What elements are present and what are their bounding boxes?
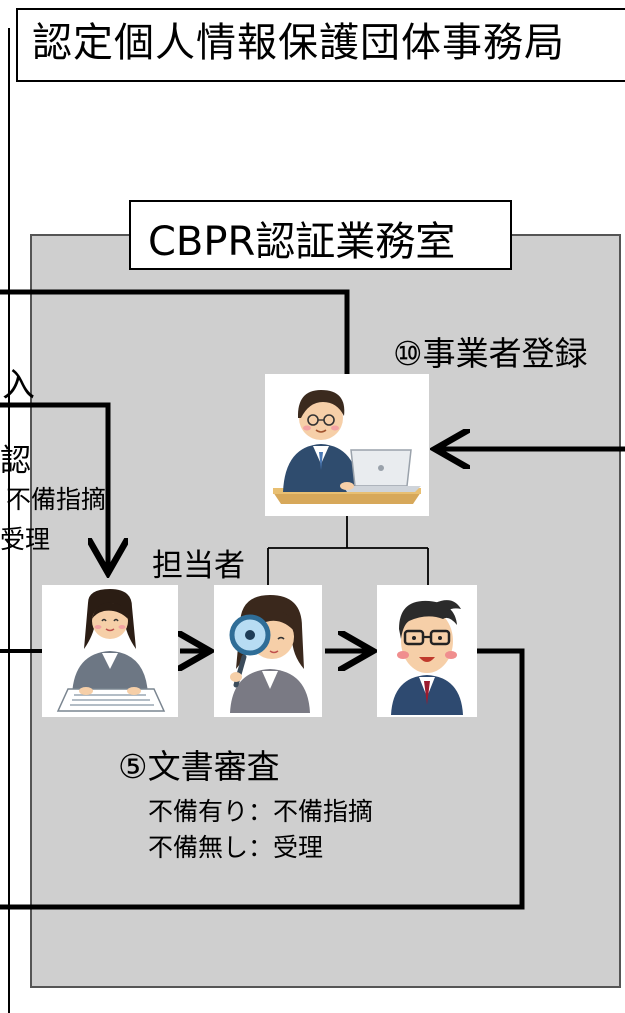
org-chart-connector [267,516,429,585]
deficiency-notice-label: 不備指摘 [6,485,107,514]
manager-with-glasses-icon [377,585,477,717]
confirm-label-fragment: 認 [0,443,31,479]
review-result-deficient: 不備有り：不備指摘 [148,797,374,826]
outer-frame-line [8,28,10,1013]
review-result-ok: 不備無し：受理 [148,833,324,862]
registration-line [0,289,350,374]
office-title: CBPR認証業務室 [148,219,456,265]
acceptance-label-fragment: 受理 [0,525,51,554]
office-title-box [129,200,512,270]
person-in-charge-label: 担当者 [152,548,245,584]
staff-at-laptop-icon [265,374,429,516]
entry-arrow [0,402,108,568]
organization-title-box [16,8,625,82]
staff-reading-document-icon [42,585,178,717]
organization-title: 認定個人情報保護団体事務局 [32,20,565,66]
output-return-line [0,648,525,910]
entry-label-fragment: 入 [2,365,35,404]
staff-magnifier-icon [214,585,322,717]
document-review-label: ⑤文書審査 [118,747,280,786]
registration-label: ⑩事業者登録 [393,334,588,373]
